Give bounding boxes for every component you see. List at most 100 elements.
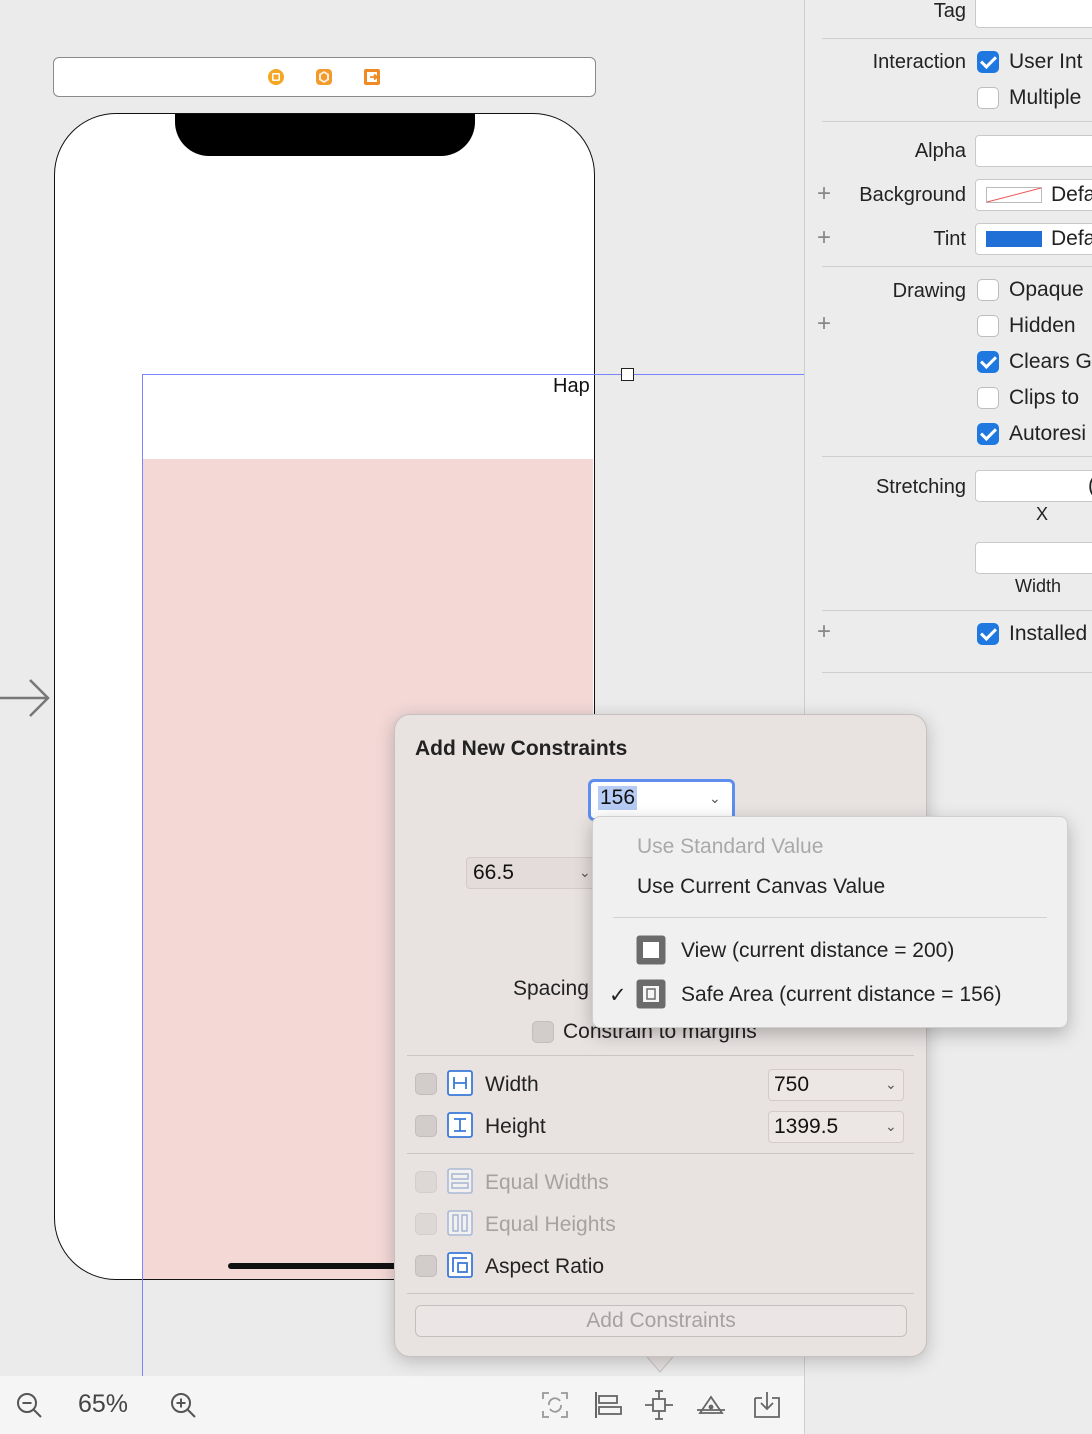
width-value[interactable]: 750 — [774, 1073, 810, 1096]
separator — [822, 38, 1092, 39]
hap-label[interactable]: Hap — [553, 375, 590, 397]
equal-heights-icon — [447, 1210, 473, 1236]
user-interaction-label: User Int — [1009, 50, 1083, 73]
multiple-touch-label: Multiple — [1009, 86, 1082, 109]
equal-widths-checkbox[interactable] — [415, 1171, 437, 1193]
separator — [822, 672, 1092, 673]
height-checkbox[interactable] — [415, 1115, 437, 1137]
chevron-down-icon[interactable]: ⌄ — [579, 864, 591, 880]
height-value[interactable]: 1399.5 — [774, 1115, 839, 1138]
tag-field[interactable] — [975, 0, 1092, 28]
background-color-popup[interactable]: Defa — [975, 179, 1092, 211]
autoresize-subviews-label: Autoresi — [1009, 422, 1087, 445]
tint-color-popup[interactable]: Defa — [975, 223, 1092, 255]
aspect-ratio-label: Aspect Ratio — [485, 1255, 605, 1278]
autoresize-subviews-checkbox[interactable] — [977, 423, 999, 445]
separator — [407, 1055, 914, 1056]
resize-handle[interactable] — [621, 368, 634, 381]
chevron-down-icon[interactable]: ⌄ — [885, 1076, 897, 1092]
device-notch — [175, 114, 475, 156]
selection-outline — [142, 374, 843, 1385]
height-label: Height — [485, 1115, 546, 1138]
home-indicator — [228, 1263, 408, 1269]
exit-icon[interactable] — [363, 68, 381, 86]
safe-area-icon — [636, 979, 666, 1009]
separator — [822, 610, 1092, 611]
spacing-label: Spacing — [513, 977, 589, 1000]
background-value: Defa — [1051, 183, 1092, 206]
drawing-label: Drawing — [892, 280, 966, 302]
add-constraints-icon[interactable] — [644, 1390, 674, 1420]
add-variation-hidden-icon[interactable]: + — [817, 310, 832, 337]
popover-title: Add New Constraints — [415, 737, 628, 760]
leading-constraint-field[interactable]: 66.5 ⌄ — [466, 857, 596, 889]
add-variation-installed-icon[interactable]: + — [817, 618, 832, 645]
hidden-label: Hidden — [1009, 314, 1076, 337]
top-constraint-field[interactable]: 156 ⌄ — [588, 779, 735, 821]
equal-heights-checkbox[interactable] — [415, 1213, 437, 1235]
separator — [822, 266, 1092, 267]
menu-item-view[interactable]: View (current distance = 200) — [681, 939, 955, 962]
menu-item-use-canvas-value[interactable]: Use Current Canvas Value — [637, 875, 886, 898]
width-checkbox[interactable] — [415, 1073, 437, 1095]
align-icon[interactable] — [593, 1390, 623, 1420]
clips-to-bounds-checkbox[interactable] — [977, 387, 999, 409]
hidden-checkbox[interactable] — [977, 315, 999, 337]
user-interaction-checkbox[interactable] — [977, 51, 999, 73]
equal-widths-icon — [447, 1168, 473, 1194]
interaction-label: Interaction — [872, 51, 966, 73]
opaque-label: Opaque — [1009, 278, 1084, 301]
stretching-label: Stretching — [875, 476, 966, 498]
view-controller-icon[interactable] — [267, 68, 285, 86]
default-color-swatch-icon — [986, 187, 1042, 203]
zoom-level[interactable]: 65% — [78, 1390, 129, 1418]
embed-in-icon[interactable] — [752, 1390, 782, 1420]
stretching-x-value: ( — [1088, 474, 1092, 498]
top-constraint-value[interactable]: 156 — [598, 786, 638, 810]
clears-graphics-label: Clears G — [1009, 350, 1092, 373]
constant-dropdown-menu: Use Standard Value Use Current Canvas Va… — [592, 816, 1068, 1028]
leading-constraint-value[interactable]: 66.5 — [473, 861, 514, 884]
add-variation-tint-icon[interactable]: + — [817, 224, 832, 251]
checkmark-icon: ✓ — [609, 984, 627, 1007]
width-value-field[interactable]: 750 ⌄ — [768, 1069, 904, 1101]
tint-label: Tint — [933, 228, 966, 250]
zoom-in-icon[interactable] — [168, 1390, 198, 1420]
height-constraint-icon — [447, 1112, 473, 1138]
scene-dock — [53, 57, 596, 97]
width-constraint-icon — [447, 1070, 473, 1096]
add-constraints-button[interactable]: Add Constraints — [415, 1305, 907, 1337]
separator — [822, 121, 1092, 122]
menu-item-safe-area[interactable]: Safe Area (current distance = 156) — [681, 983, 1002, 1006]
update-frames-icon[interactable] — [540, 1390, 570, 1420]
clears-graphics-checkbox[interactable] — [977, 351, 999, 373]
equal-widths-label: Equal Widths — [485, 1171, 609, 1194]
canvas-bottom-toolbar: 65% — [0, 1376, 804, 1434]
first-responder-icon[interactable] — [315, 68, 333, 86]
separator — [613, 917, 1047, 918]
stretching-x-field[interactable]: ( — [975, 470, 1092, 502]
width-label: Width — [485, 1073, 539, 1096]
opaque-checkbox[interactable] — [977, 279, 999, 301]
stretching-x-caption: X — [1036, 504, 1049, 524]
resolve-issues-icon[interactable] — [696, 1390, 726, 1420]
view-icon — [636, 935, 666, 965]
add-variation-background-icon[interactable]: + — [817, 180, 832, 207]
entry-point-arrow-icon[interactable] — [0, 676, 52, 720]
installed-checkbox[interactable] — [977, 623, 999, 645]
separator — [822, 456, 1092, 457]
aspect-ratio-checkbox[interactable] — [415, 1255, 437, 1277]
add-constraints-popover: Add New Constraints 156 ⌄ 66.5 ⌄ Spacing… — [394, 714, 927, 1357]
alpha-field[interactable] — [975, 135, 1092, 167]
constrain-to-margins-checkbox[interactable] — [532, 1021, 554, 1043]
zoom-out-icon[interactable] — [14, 1390, 44, 1420]
stretching-width-field[interactable] — [975, 542, 1092, 574]
multiple-touch-checkbox[interactable] — [977, 87, 999, 109]
menu-item-use-standard-value[interactable]: Use Standard Value — [637, 835, 824, 858]
separator — [407, 1293, 914, 1294]
chevron-down-icon[interactable]: ⌄ — [709, 790, 721, 806]
chevron-down-icon[interactable]: ⌄ — [885, 1118, 897, 1134]
tag-label: Tag — [933, 0, 966, 22]
stretching-width-caption: Width — [1015, 576, 1062, 596]
height-value-field[interactable]: 1399.5 ⌄ — [768, 1111, 904, 1143]
